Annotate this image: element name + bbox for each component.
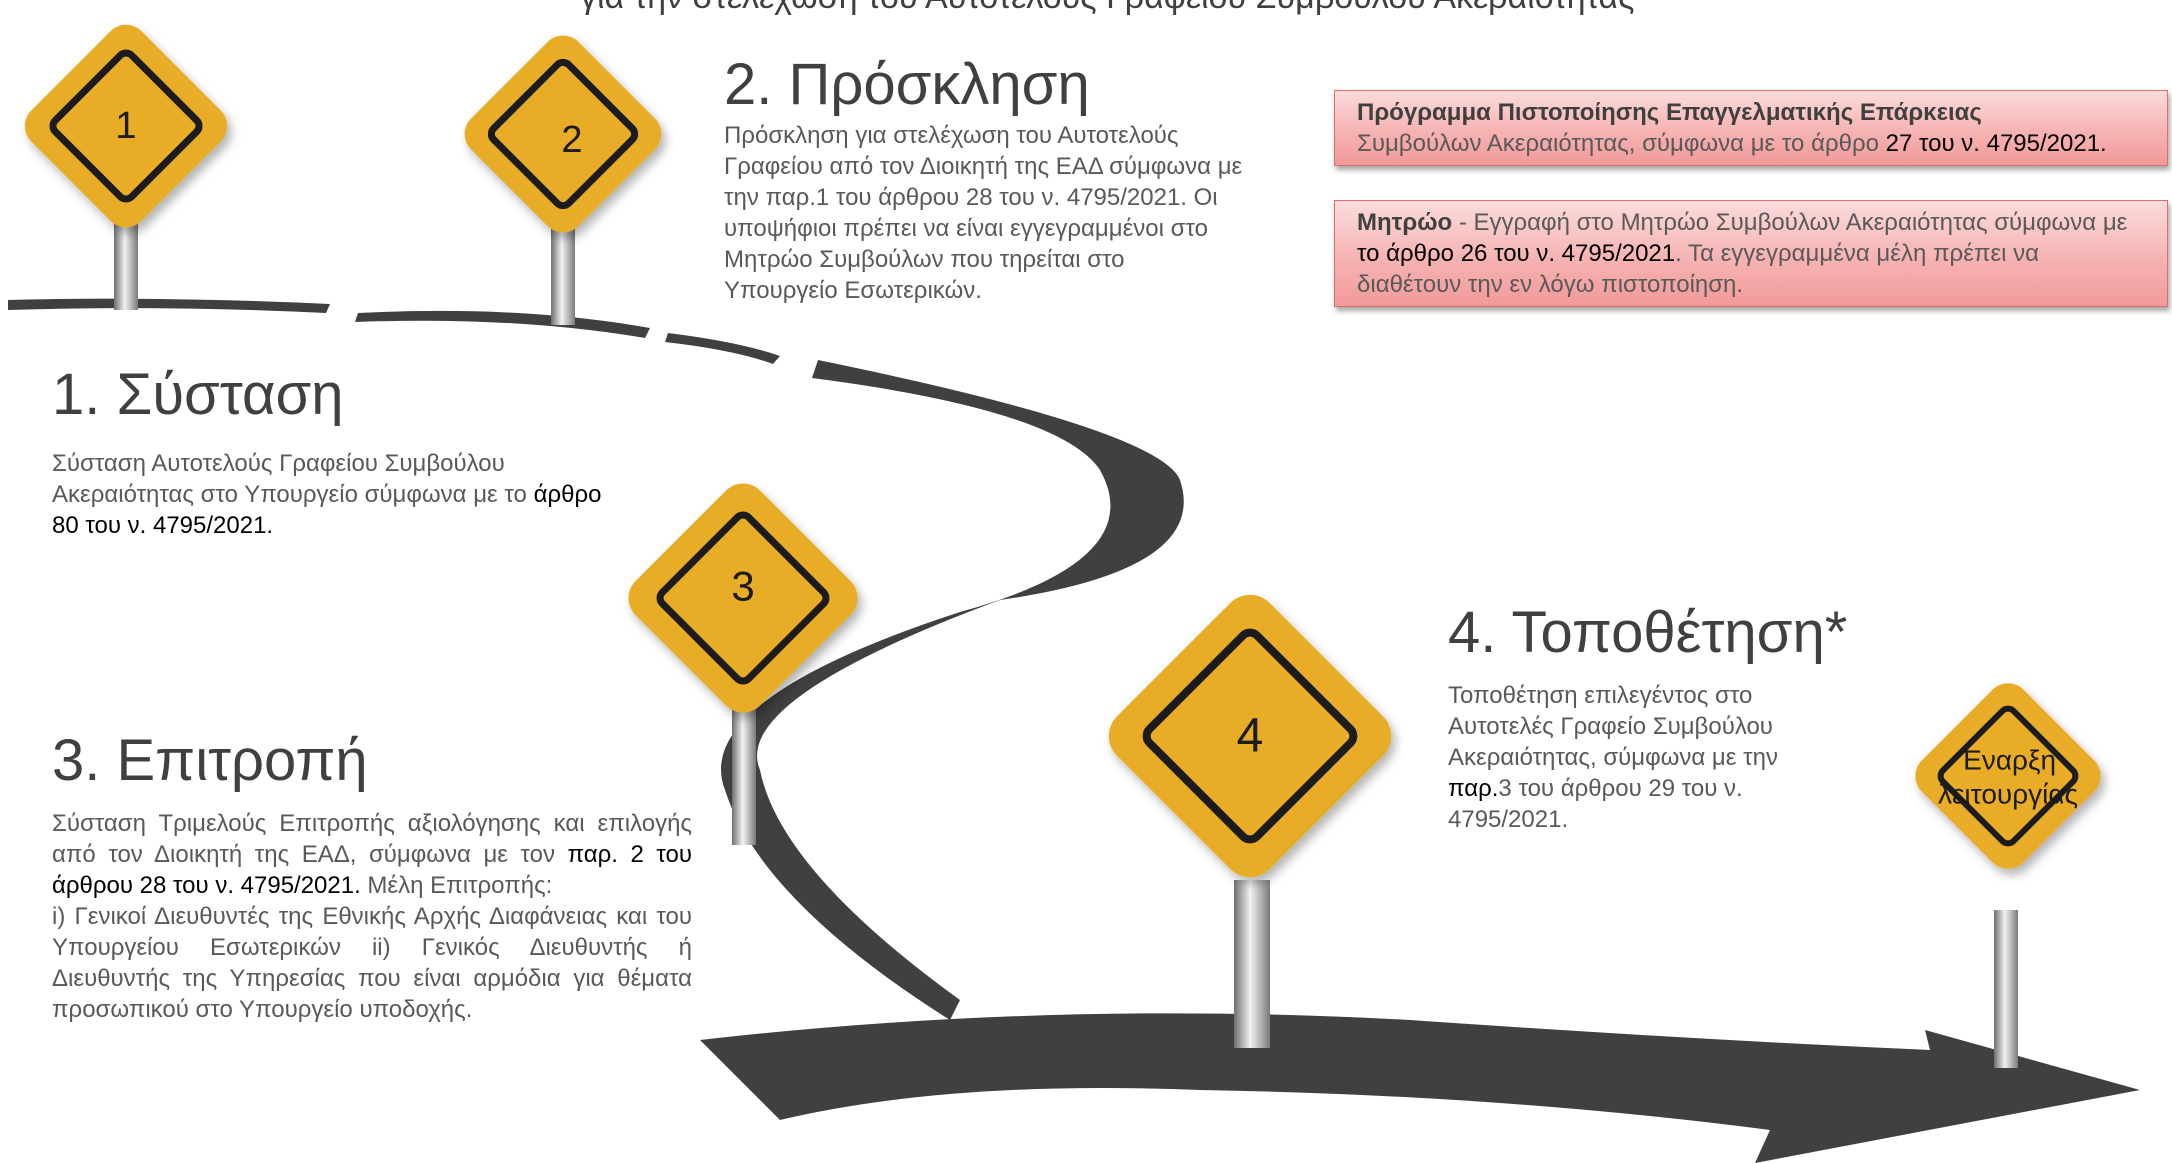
- road: [8, 298, 2140, 1163]
- step4-text: Τοποθέτηση επιλεγέντος στο Αυτοτελές Γρα…: [1448, 680, 1848, 835]
- sign-5: Έναρξη λειτουργίας: [1915, 683, 2101, 869]
- sign-3: 3: [628, 483, 858, 713]
- registry-box-title: Μητρώο: [1357, 209, 1453, 236]
- step1-title: 1. Σύσταση: [52, 362, 344, 427]
- step1-law-ref: άρθρο 80 του ν. 4795/2021.: [52, 481, 602, 539]
- step3-law-ref: παρ. 2 του άρθρου 28 του ν. 4795/2021.: [52, 841, 692, 899]
- sign-pole-5: [1994, 910, 2018, 1068]
- sign-5-label-line2: λειτουργίας: [1938, 779, 2078, 810]
- step1-text: Σύσταση Αυτοτελούς Γραφείου Συμβούλου Ακ…: [52, 448, 612, 541]
- certification-box-title: Πρόγραμμα Πιστοποίησης Επαγγελματικής Επ…: [1357, 99, 1982, 126]
- sign-5-label-line1: Έναρξη: [1959, 745, 2056, 776]
- header-partial: για την στελέχωση του Αυτοτελούς Γραφείο…: [580, 0, 1634, 17]
- step2-title: 2. Πρόσκληση: [724, 52, 1090, 117]
- step4-text-tail: 3 του άρθρου 29 του ν. 4795/2021.: [1448, 775, 1743, 833]
- sign-pole-4: [1234, 880, 1270, 1048]
- registry-box-text: - Εγγραφή στο Μητρώο Συμβούλων Ακεραιότη…: [1452, 209, 2128, 236]
- certification-box-ref: 27 του ν. 4795/2021.: [1878, 130, 2107, 157]
- step4-law-ref: παρ.: [1448, 775, 1499, 802]
- sign-2: 2: [464, 35, 662, 233]
- registry-box-ref: το άρθρο 26 του ν. 4795/2021: [1357, 240, 1676, 267]
- step4-text-body: Τοποθέτηση επιλεγέντος στο Αυτοτελές Γρα…: [1448, 682, 1778, 771]
- step3-text-body: Σύσταση Τριμελούς Επιτροπής αξιολόγησης …: [52, 810, 692, 868]
- certification-box-text: Συμβούλων Ακεραιότητας, σύμφωνα με το άρ…: [1357, 130, 1879, 157]
- registry-box: Μητρώο - Εγγραφή στο Μητρώο Συμβούλων Ακ…: [1334, 200, 2168, 307]
- step3-title: 3. Επιτροπή: [52, 728, 368, 793]
- sign-4: 4: [1108, 594, 1392, 878]
- step4-title: 4. Τοποθέτηση*: [1448, 600, 1848, 665]
- step3-members: i) Γενικοί Διευθυντές της Εθνικής Αρχής …: [52, 903, 692, 1023]
- step3-members-label: Μέλη Επιτροπής:: [360, 872, 553, 899]
- sign-4-label: 4: [1237, 710, 1264, 763]
- step2-text: Πρόσκληση για στελέχωση του Αυτοτελούς Γ…: [724, 122, 1243, 304]
- sign-2-label: 2: [561, 119, 582, 161]
- sign-3-label: 3: [731, 563, 754, 610]
- sign-1-label: 1: [115, 105, 136, 147]
- registry-box-tail: . Τα εγγεγραμμένα μέλη πρέπει να διαθέτο…: [1357, 240, 2040, 298]
- step1-text-body: Σύσταση Αυτοτελούς Γραφείου Συμβούλου Ακ…: [52, 450, 527, 508]
- step3-text: Σύσταση Τριμελούς Επιτροπής αξιολόγησης …: [52, 808, 692, 1025]
- sign-pole-2: [551, 225, 575, 325]
- sign-1: 1: [24, 24, 228, 228]
- sign-pole-3: [732, 700, 756, 845]
- certification-box: Πρόγραμμα Πιστοποίησης Επαγγελματικής Επ…: [1334, 90, 2168, 166]
